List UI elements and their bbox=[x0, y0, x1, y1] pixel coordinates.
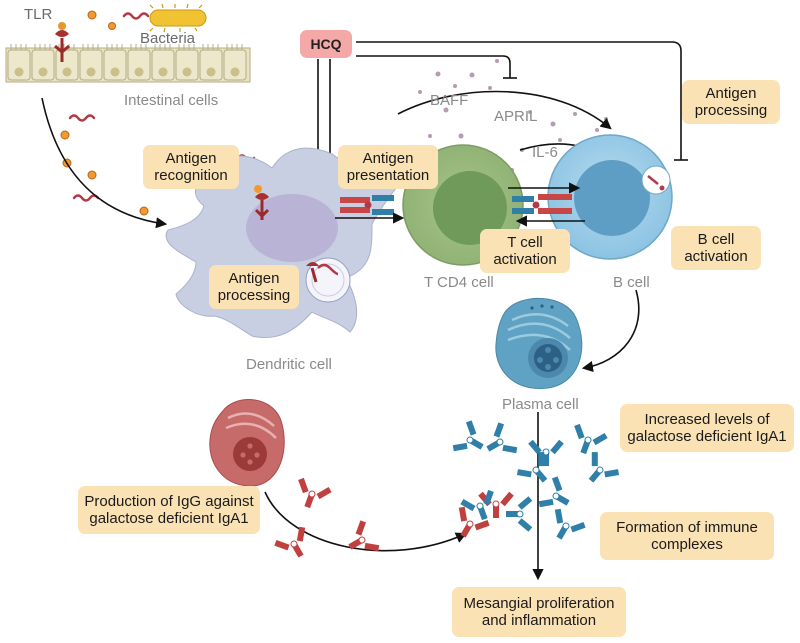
b-cell bbox=[547, 134, 673, 260]
igg-antibody-icon bbox=[348, 520, 380, 552]
b-cell-label: B cell bbox=[613, 274, 650, 291]
synapse-dc-t bbox=[340, 195, 394, 215]
plasma-cell-label: Plasma cell bbox=[502, 396, 579, 413]
intestinal-cells-label: Intestinal cells bbox=[124, 92, 219, 109]
bacteria-icon bbox=[149, 3, 207, 33]
tlr-label: TLR bbox=[24, 6, 53, 23]
plasma-cell bbox=[495, 298, 583, 389]
antigen-recognition-box: Antigen recognition bbox=[143, 145, 239, 189]
dendritic-cell-label: Dendritic cell bbox=[246, 356, 332, 373]
production-igg-box: Production of IgG against galactose defi… bbox=[78, 486, 260, 534]
iga1-antibody-icon bbox=[538, 476, 570, 508]
t-cell-activation-box: T cell activation bbox=[480, 229, 570, 273]
baff-label: BAFF bbox=[430, 92, 469, 109]
iga1-antibody-icon bbox=[574, 423, 608, 455]
t-cd4-cell-label: T CD4 cell bbox=[424, 274, 494, 291]
cytokine-dots bbox=[418, 59, 608, 172]
antigen-processing-b-box: Antigen processing bbox=[682, 80, 780, 124]
antigen-processing-dc-box: Antigen processing bbox=[209, 265, 299, 309]
formation-complexes-box: Formation of immune complexes bbox=[600, 512, 774, 560]
iga1-antibody-icon bbox=[452, 420, 484, 452]
april-label: APRIL bbox=[494, 108, 538, 125]
iga1-antibody-icon bbox=[516, 452, 548, 483]
synapse-t-b bbox=[512, 194, 572, 214]
hcq-badge: HCQ bbox=[300, 30, 352, 58]
antigen-particles bbox=[60, 10, 149, 216]
iga1-antibody-icon bbox=[460, 489, 494, 521]
intestinal-cells bbox=[5, 44, 251, 83]
iga1-antibody-icon bbox=[588, 452, 620, 483]
igg-antibody-icon bbox=[298, 477, 332, 509]
igg-plasma-cell bbox=[209, 399, 285, 487]
tlr-receptor-icon bbox=[54, 22, 70, 62]
iga1-antibody-icon bbox=[554, 508, 586, 540]
iga1-antibody-icon bbox=[506, 496, 533, 532]
igg-antibodies bbox=[274, 477, 514, 558]
increased-levels-box: Increased levels of galactose deficient … bbox=[620, 404, 794, 452]
il6-label: IL-6 bbox=[532, 144, 558, 161]
mesangial-box: Mesangial proliferation and inflammation bbox=[452, 587, 626, 637]
iga1-antibody-icon bbox=[528, 439, 564, 466]
dc-internal-receptor-icon bbox=[306, 262, 319, 283]
dc-receptor-icon bbox=[254, 185, 270, 220]
b-cell-activation-box: B cell activation bbox=[671, 226, 761, 270]
igg-antibody-icon bbox=[458, 506, 490, 538]
bacteria-label: Bacteria bbox=[140, 30, 196, 47]
antigen-presentation-box: Antigen presentation bbox=[338, 145, 438, 189]
iga1-antibody-icon bbox=[486, 422, 518, 454]
iga1-antibodies bbox=[452, 420, 620, 540]
igg-antibody-icon bbox=[274, 526, 306, 558]
